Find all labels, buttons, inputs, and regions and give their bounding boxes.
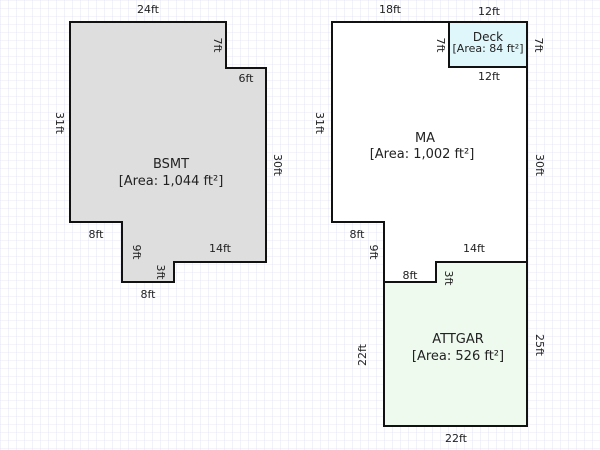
dim-ma-right: 30ft [533, 154, 546, 177]
dim-bsmt-step-small: 3ft [154, 265, 167, 281]
room-bsmt-area: [Area: 1,044 ft²] [119, 174, 224, 189]
dim-ma-left: 31ft [313, 112, 326, 135]
dim-bsmt-left: 31ft [53, 112, 66, 135]
room-deck-outline[interactable] [448, 21, 528, 68]
dim-gar-bottom: 22ft [445, 432, 468, 445]
dim-bsmt-notch-h: 6ft [239, 72, 255, 85]
room-attgar-name: ATTGAR [432, 332, 484, 347]
dim-gar-left: 22ft [356, 343, 369, 366]
dim-ma-deck-left: 7ft [434, 38, 447, 54]
room-ma-area: [Area: 1,002 ft²] [370, 147, 475, 162]
dim-gar-notch-v: 3ft [442, 271, 455, 287]
dim-ma-step-v: 9ft [367, 245, 380, 261]
dim-ma-bottom-left: 8ft [350, 228, 366, 241]
room-bsmt-outline[interactable] [69, 21, 267, 283]
room-attgar-area: [Area: 526 ft²] [412, 349, 504, 364]
room-attgar-outline[interactable] [383, 261, 528, 427]
dim-gar-right: 25ft [533, 334, 546, 357]
room-bsmt-name: BSMT [153, 157, 189, 172]
dim-ma-bottom-right: 14ft [463, 242, 486, 255]
dim-bsmt-bottom-left: 8ft [89, 228, 105, 241]
room-deck-area: [Area: 84 ft²] [453, 42, 524, 55]
dim-deck-bottom: 12ft [478, 70, 501, 83]
dim-gar-notch-h: 8ft [403, 269, 419, 282]
dim-bsmt-top: 24ft [137, 3, 160, 16]
dim-bsmt-notch-v: 7ft [211, 38, 224, 54]
dim-deck-top: 12ft [478, 5, 501, 18]
room-ma-name: MA [415, 131, 435, 146]
dim-bsmt-step-v: 9ft [130, 245, 143, 261]
dim-bsmt-right: 30ft [271, 154, 284, 177]
dim-deck-right: 7ft [532, 38, 545, 54]
dim-ma-top: 18ft [379, 3, 402, 16]
room-deck-name: Deck [473, 30, 503, 44]
dim-bsmt-bottom: 8ft [141, 288, 157, 301]
dim-bsmt-bottom-right: 14ft [209, 242, 232, 255]
